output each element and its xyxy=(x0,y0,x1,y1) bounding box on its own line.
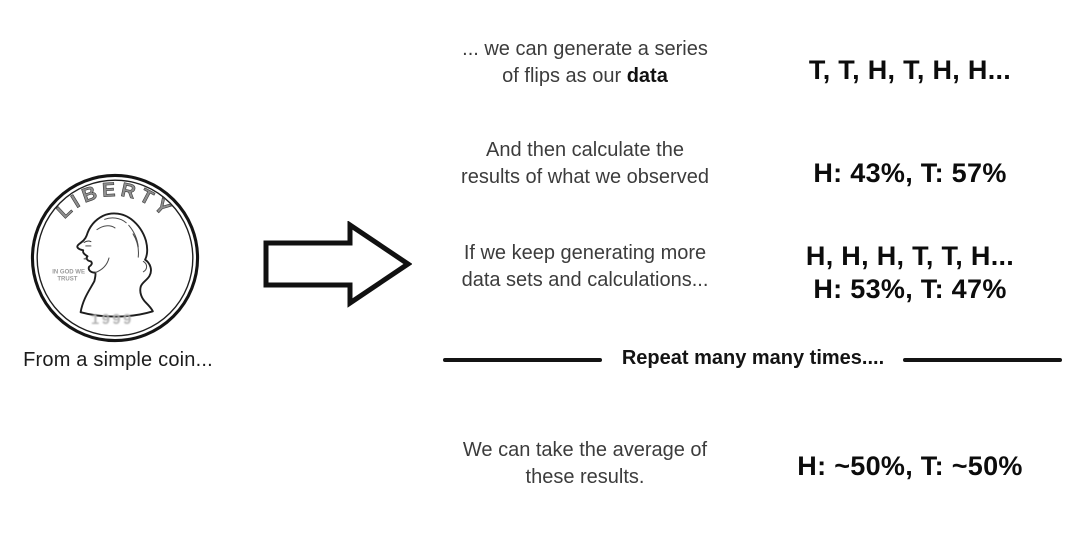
step1-line2: of flips as our data xyxy=(502,65,668,87)
step3-line1: If we keep generating more xyxy=(463,242,707,264)
step4-result: H: ~50%, T: ~50% xyxy=(797,451,1023,481)
step1-line1: ... we can generate a series xyxy=(462,38,708,60)
face-detail-lines xyxy=(83,240,92,260)
step2-line2: results of what we observed xyxy=(461,166,709,188)
step3-result-line2: H: 53%, T: 47% xyxy=(813,274,1007,304)
step2-result: H: 43%, T: 57% xyxy=(813,158,1007,188)
divider-right-line xyxy=(903,358,1062,362)
coin-illustration: LIBERTY IN GOD WE TRUST 1999 xyxy=(29,172,201,344)
step1-description: ... we can generate a series of flips as… xyxy=(425,36,745,90)
step3-line2: data sets and calculations... xyxy=(461,269,709,291)
block-arrow-icon xyxy=(262,220,413,311)
coin-date: 1999 xyxy=(91,312,134,328)
coin-motto-line1: IN GOD WE xyxy=(52,269,85,275)
step3-description: If we keep generating more data sets and… xyxy=(425,240,745,294)
step2-description: And then calculate the results of what w… xyxy=(425,137,745,191)
step3-result-line1: H, H, H, T, T, H... xyxy=(805,241,1015,271)
step1-bold-word: data xyxy=(626,65,668,87)
step2-line1: And then calculate the xyxy=(486,139,684,161)
washington-profile xyxy=(76,212,154,318)
coin-caption: From a simple coin... xyxy=(23,349,213,371)
step1-result: T, T, H, T, H, H... xyxy=(808,55,1012,85)
coin-motto-line2: TRUST xyxy=(57,276,77,282)
step3-result: H, H, H, T, T, H... H: 53%, T: 47% xyxy=(760,240,1060,306)
hair-detail-lines xyxy=(94,217,148,274)
step4-line2: these results. xyxy=(525,466,645,488)
divider-left-line xyxy=(443,358,602,362)
step4-line1: We can take the average of xyxy=(462,439,708,461)
step4-description: We can take the average of these results… xyxy=(425,437,745,491)
quarter-coin-icon: LIBERTY IN GOD WE TRUST 1999 xyxy=(30,173,200,343)
divider-label: Repeat many many times.... xyxy=(621,347,885,369)
